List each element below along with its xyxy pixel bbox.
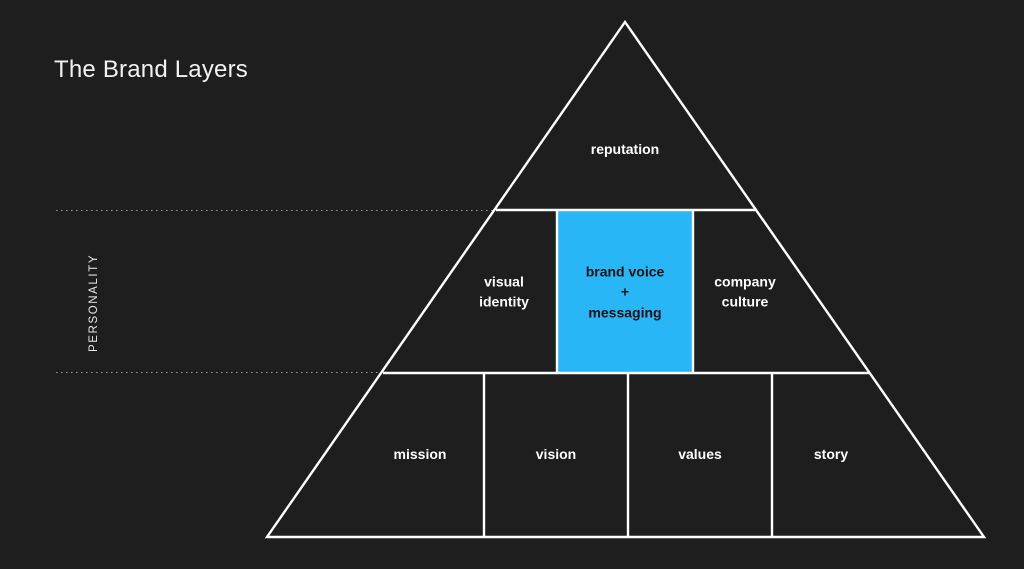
triangle-outline — [264, 19, 987, 539]
page-title: The Brand Layers — [54, 56, 248, 83]
accent-block-brand-voice[interactable] — [557, 210, 693, 373]
personality-bracket-label: PERSONALITY — [88, 253, 100, 353]
